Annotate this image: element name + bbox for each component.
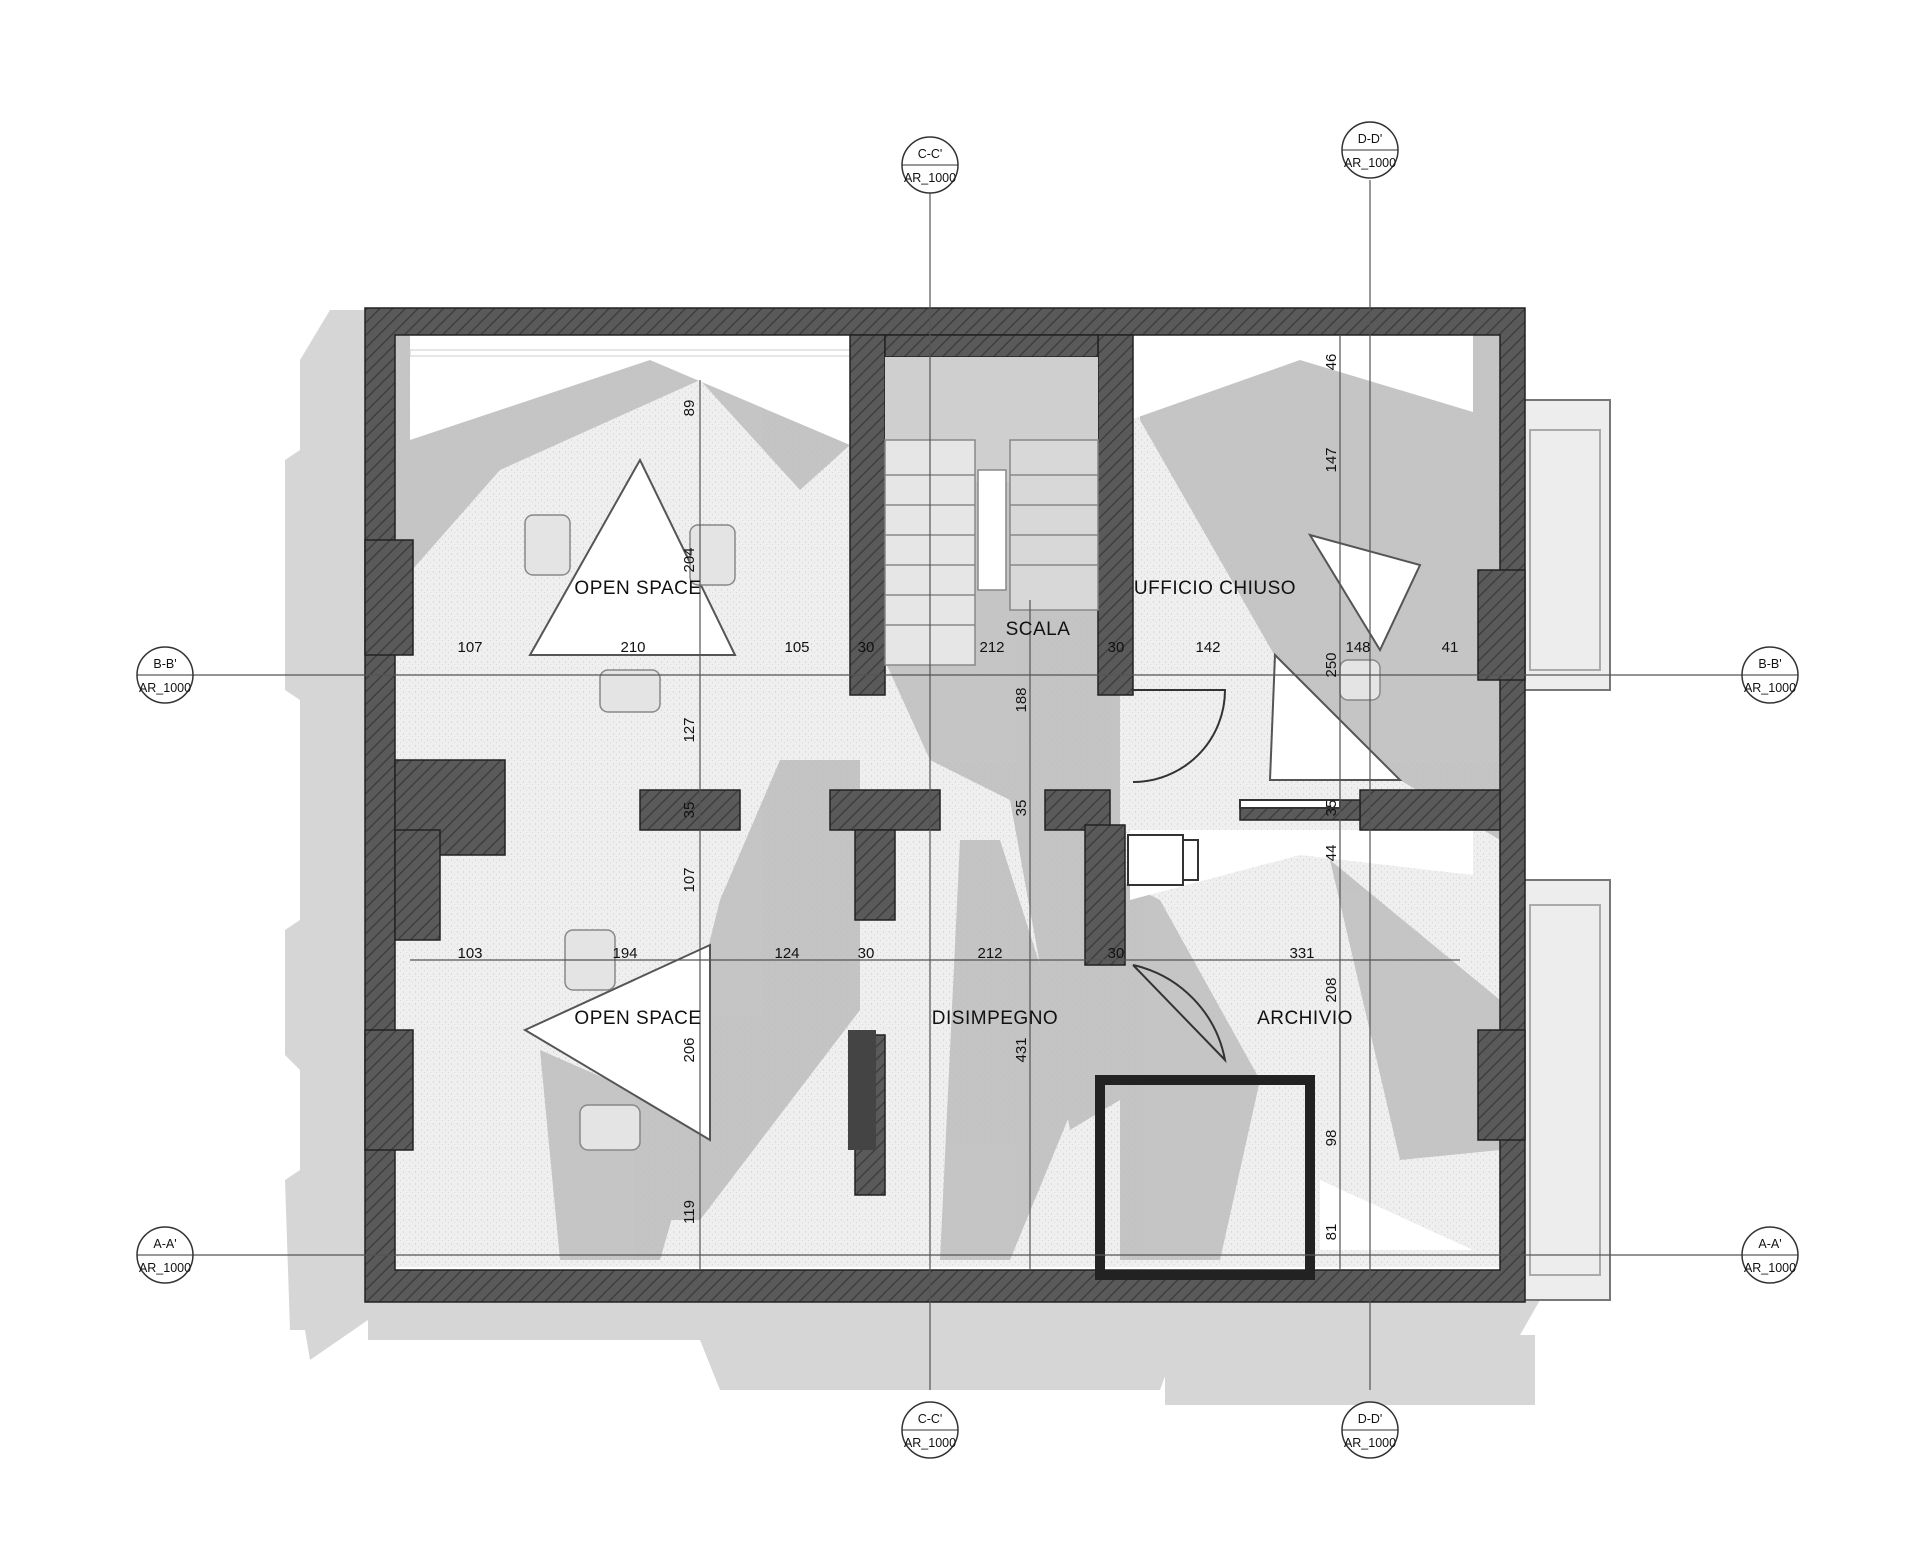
dimension-label: 35 (1323, 800, 1340, 817)
dimension-label: 212 (979, 639, 1004, 656)
marker-dd-top: D-D' AR_1000 (1341, 121, 1399, 179)
dimension-label: 148 (1345, 639, 1370, 656)
marker-label: B-B' (153, 657, 176, 671)
marker-ref: AR_1000 (1344, 156, 1396, 170)
marker-cc-top: C-C' AR_1000 (901, 136, 959, 194)
marker-dd-bottom: D-D' AR_1000 (1341, 1401, 1399, 1459)
dimension-label: 208 (1323, 977, 1340, 1002)
marker-aa-right: A-A' AR_1000 (1741, 1226, 1799, 1284)
marker-cc-bottom: C-C' AR_1000 (901, 1401, 959, 1459)
dimension-label: 44 (1323, 845, 1340, 862)
marker-ref: AR_1000 (139, 1261, 191, 1275)
marker-ref: AR_1000 (904, 1436, 956, 1450)
light-areas (409, 332, 1473, 1250)
marker-ref: AR_1000 (1744, 1261, 1796, 1275)
dimension-label: 124 (774, 945, 799, 962)
stair-flight (884, 357, 1099, 666)
balconies (1509, 399, 1611, 1301)
copier (1127, 834, 1199, 886)
marker-label: D-D' (1358, 132, 1383, 146)
room-label-open-space-bottom: OPEN SPACE (574, 1008, 701, 1029)
marker-label: A-A' (1758, 1237, 1781, 1251)
chairs (524, 514, 1381, 1151)
dimension-label: 194 (612, 945, 637, 962)
building-shadow (285, 310, 1540, 1405)
marker-ref: AR_1000 (1744, 681, 1796, 695)
dimension-label: 147 (1323, 447, 1340, 472)
room-label-disimpegno: DISIMPEGNO (932, 1008, 1058, 1029)
partition (848, 1030, 876, 1150)
dimension-label: 206 (681, 1037, 698, 1062)
room-label-open-space-top: OPEN SPACE (574, 578, 701, 599)
dimension-label: 331 (1289, 945, 1314, 962)
dimension-label: 107 (457, 639, 482, 656)
dimension-label: 204 (681, 547, 698, 572)
marker-ref: AR_1000 (139, 681, 191, 695)
dimensions-horizontal: 107 210 105 30 212 30 142 148 41 103 194… (457, 639, 1458, 962)
dimension-label: 103 (457, 945, 482, 962)
section-lines (140, 180, 1780, 1390)
dimension-label: 250 (1323, 652, 1340, 677)
dimension-label: 98 (1323, 1130, 1340, 1147)
dimension-label: 30 (858, 945, 875, 962)
dimension-label: 30 (1108, 945, 1125, 962)
marker-aa-left: A-A' AR_1000 (136, 1226, 194, 1284)
desks (522, 457, 1422, 1142)
marker-label: C-C' (918, 147, 943, 161)
dimension-label: 30 (1108, 639, 1125, 656)
room-label-archivio: ARCHIVIO (1257, 1008, 1353, 1029)
dimension-label: 188 (1013, 687, 1030, 712)
marker-label: C-C' (918, 1412, 943, 1426)
dimension-label: 107 (681, 867, 698, 892)
dimension-label: 41 (1442, 639, 1459, 656)
marker-label: B-B' (1758, 657, 1781, 671)
dimension-label: 210 (620, 639, 645, 656)
dimension-label: 35 (681, 802, 698, 819)
room-label-scala: SCALA (1006, 619, 1071, 640)
dimension-label: 30 (858, 639, 875, 656)
marker-ref: AR_1000 (904, 171, 956, 185)
marker-label: A-A' (153, 1237, 176, 1251)
dimension-label: 81 (1323, 1224, 1340, 1241)
dimension-label: 142 (1195, 639, 1220, 656)
dimension-label: 119 (681, 1200, 698, 1224)
dimension-label: 212 (977, 945, 1002, 962)
marker-ref: AR_1000 (1344, 1436, 1396, 1450)
marker-bb-right: B-B' AR_1000 (1741, 646, 1799, 704)
dimensions-vertical: 89 204 127 35 107 206 119 188 35 431 46 … (681, 354, 1340, 1241)
marker-bb-left: B-B' AR_1000 (136, 646, 194, 704)
room-label-ufficio: UFFICIO CHIUSO (1134, 578, 1296, 599)
dimension-label: 431 (1013, 1037, 1030, 1062)
marker-label: D-D' (1358, 1412, 1383, 1426)
dimension-label: 89 (681, 400, 698, 417)
dimension-label: 105 (784, 639, 809, 656)
dimension-label: 127 (681, 717, 698, 742)
dimension-label: 46 (1323, 354, 1340, 371)
dimension-label: 35 (1013, 800, 1030, 817)
